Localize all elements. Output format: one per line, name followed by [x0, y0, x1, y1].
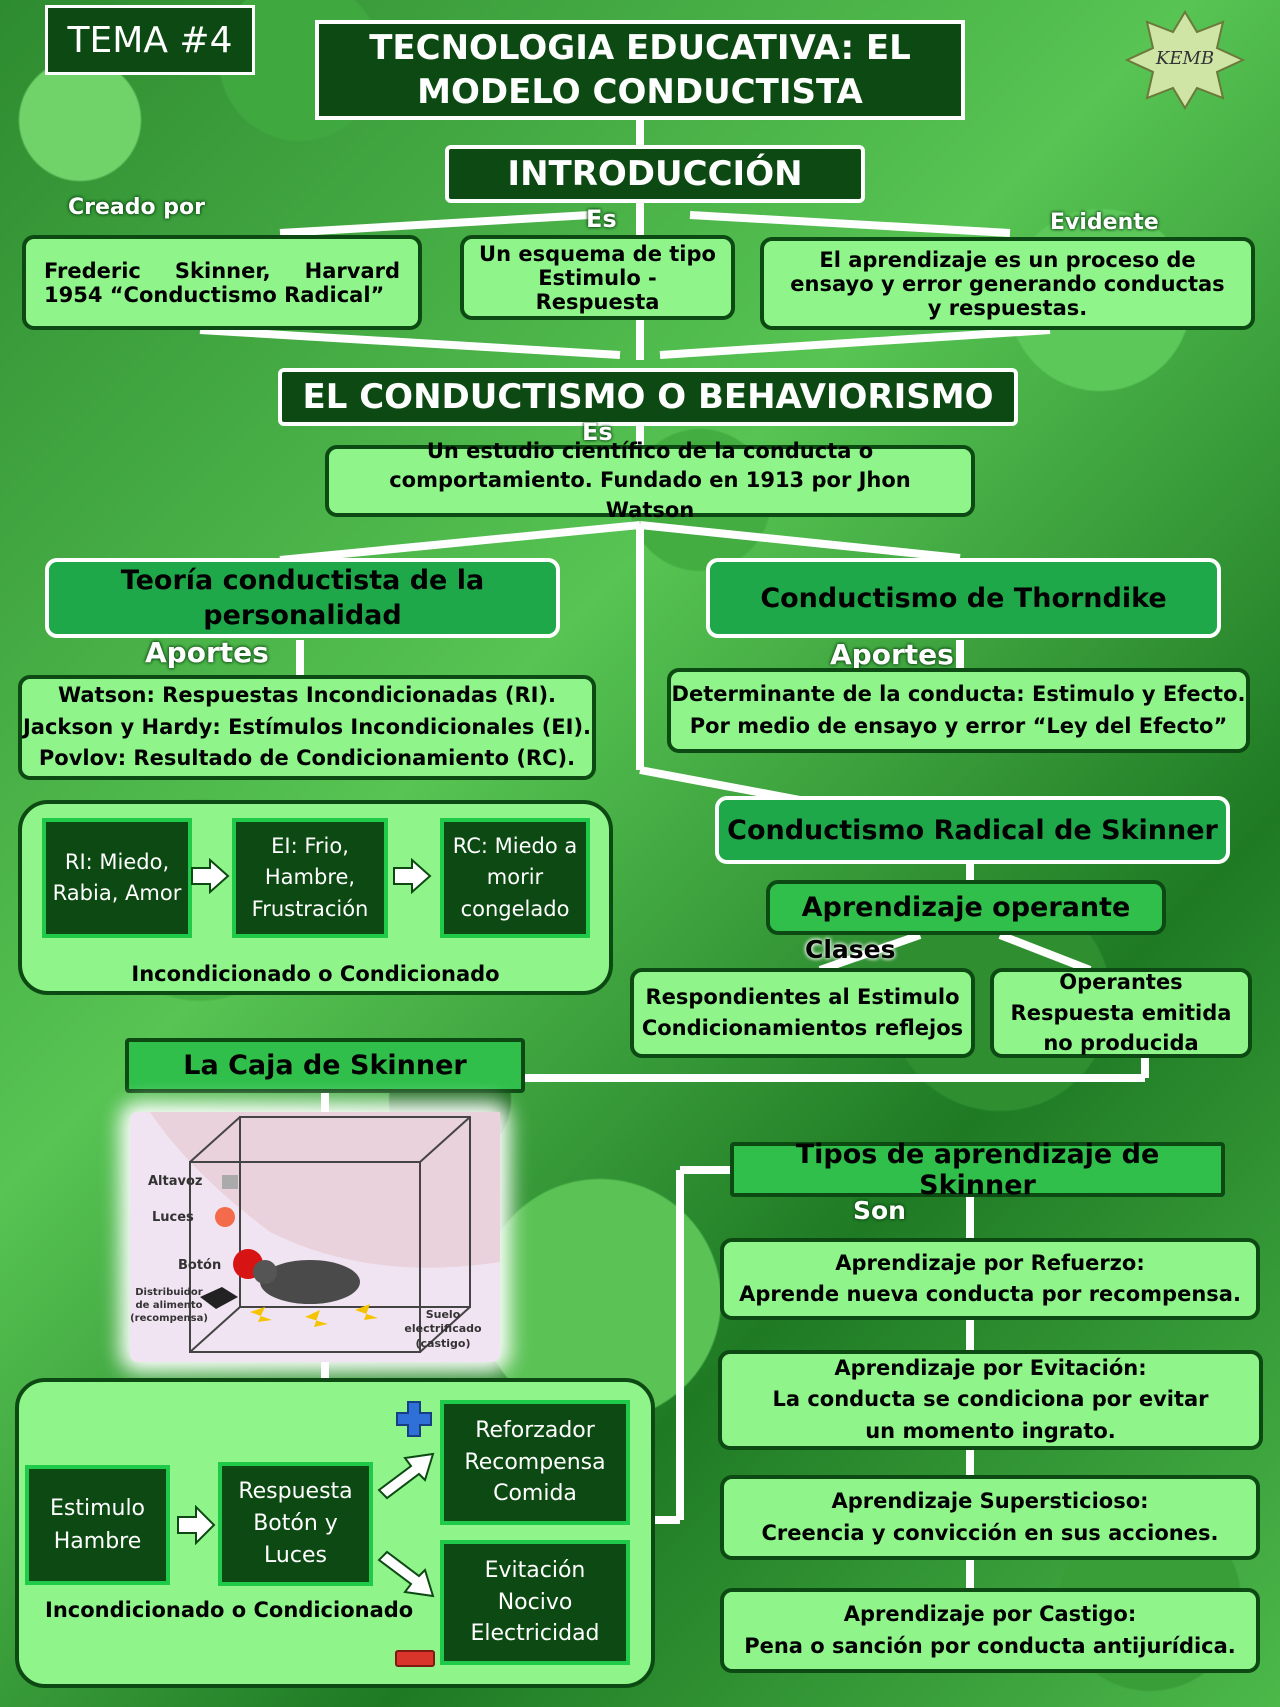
page-title-text: TECNOLOGIA EDUCATIVA: EL MODELO CONDUCTI… — [369, 27, 911, 112]
flow-ri-box: RI: Miedo, Rabia, Amor — [42, 818, 192, 938]
label-altavoz: Altavoz — [148, 1174, 203, 1189]
page-title: TECNOLOGIA EDUCATIVA: EL MODELO CONDUCTI… — [315, 20, 965, 120]
skinner-heading-text: Conductismo Radical de Skinner — [727, 814, 1218, 846]
link-created-by: Creado por — [68, 195, 205, 220]
link-son: Son — [853, 1196, 906, 1225]
caja-flow-caption: Incondicionado o Condicionado — [45, 1598, 414, 1622]
link-es-conductismo: Es — [582, 418, 613, 446]
flow-evitacion-text: Evitación Nocivo Electricidad — [470, 1557, 600, 1647]
caja-heading: La Caja de Skinner — [125, 1038, 525, 1093]
operante-heading: Aprendizaje operante — [766, 880, 1166, 935]
intro-es-text: Un esquema de tipo Estimulo - Respuesta — [479, 241, 716, 314]
operantes-title: Operantes — [1059, 970, 1183, 995]
intro-es-box: Un esquema de tipo Estimulo - Respuesta — [460, 235, 735, 320]
thorndike-aporte-1: Determinante de la conducta: Estimulo y … — [671, 682, 1246, 706]
operantes-line-2: no producida — [1043, 1031, 1199, 1056]
conductismo-heading-text: EL CONDUCTISMO O BEHAVIORISMO — [302, 377, 994, 417]
arrow-down-right-icon — [377, 1550, 435, 1598]
label-boton: Botón — [178, 1258, 222, 1273]
tema-label: TEMA #4 — [67, 19, 233, 61]
rat-icon — [260, 1260, 360, 1304]
tipo-refuerzo-box: Aprendizaje por Refuerzo: Aprende nueva … — [720, 1238, 1260, 1320]
thorndike-heading-text: Conductismo de Thorndike — [760, 582, 1167, 614]
tipo-castigo-title: Aprendizaje por Castigo: — [843, 1602, 1137, 1626]
flow-rc-box: RC: Miedo a morir congelado — [440, 818, 590, 938]
food-dispenser-icon — [200, 1287, 238, 1309]
tipo-castigo-text: Pena o sanción por conducta antijurídica… — [744, 1633, 1236, 1658]
flow-reforzador-text: Reforzador Recompensa Comida — [464, 1417, 606, 1507]
flow-ei-box: EI: Frio, Hambre, Frustración — [232, 818, 388, 938]
thorndike-heading: Conductismo de Thorndike — [706, 558, 1221, 638]
light-icon — [215, 1207, 235, 1227]
plus-icon — [396, 1401, 432, 1437]
conductismo-definition-text: Un estudio científico de la conducta o c… — [389, 438, 911, 522]
tipo-supersticioso-title: Aprendizaje Supersticioso: — [831, 1489, 1149, 1513]
tipo-evitacion-text: La conducta se condiciona por evitar un … — [772, 1387, 1209, 1443]
personalidad-heading: Teoría conductista de la personalidad — [45, 558, 560, 638]
tema-ribbon: TEMA #4 — [45, 5, 255, 75]
tipos-heading: Tipos de aprendizaje de Skinner — [730, 1139, 1225, 1201]
flow-reforzador-box: Reforzador Recompensa Comida — [440, 1400, 630, 1525]
seal-text: KEMB — [1155, 48, 1215, 69]
link-es-intro: Es — [586, 205, 617, 233]
intro-created-text: Frederic Skinner, Harvard 1954 “Conducti… — [44, 258, 400, 307]
thorndike-aportes-box: Determinante de la conducta: Estimulo y … — [667, 668, 1250, 753]
minus-icon — [395, 1650, 435, 1667]
operantes-box: Operantes Respuesta emitida no producida — [990, 968, 1252, 1058]
skinner-box-illustration: Altavoz Luces Botón Distribuidor de alim… — [130, 1112, 500, 1362]
label-suelo: Suelo electrificado (castigo) — [404, 1308, 482, 1350]
conductismo-heading: EL CONDUCTISMO O BEHAVIORISMO — [278, 368, 1018, 426]
intro-created-box: Frederic Skinner, Harvard 1954 “Conducti… — [22, 235, 422, 330]
flow-respuesta-text: Respuesta Botón y Luces — [238, 1479, 353, 1568]
intro-heading: INTRODUCCIÓN — [445, 145, 865, 203]
conductismo-definition-box: Un estudio científico de la conducta o c… — [325, 439, 975, 522]
speaker-icon — [222, 1175, 238, 1189]
flow-estimulo-text: Estimulo Hambre — [49, 1496, 146, 1554]
arrow-up-right-icon — [377, 1452, 435, 1500]
star-seal-icon — [1124, 10, 1246, 110]
link-evident: Evidente — [1050, 210, 1159, 235]
flow-ri-text: RI: Miedo, Rabia, Amor — [52, 849, 182, 906]
intro-evident-text: El aprendizaje es un proceso de ensayo y… — [790, 247, 1225, 320]
aporte-povlov: Povlov: Resultado de Condicionamiento (R… — [38, 746, 576, 771]
flow-respuesta-box: Respuesta Botón y Luces — [218, 1462, 373, 1586]
label-luces: Luces — [152, 1210, 194, 1225]
personalidad-aportes-box: Watson: Respuestas Incondicionadas (RI).… — [18, 675, 596, 780]
operantes-line-1: Respuesta emitida — [1010, 1000, 1232, 1025]
skinner-box-drawing — [150, 1112, 500, 1353]
personalidad-flow-caption: Incondicionado o Condicionado — [131, 962, 500, 986]
aporte-watson: Watson: Respuestas Incondicionadas (RI). — [57, 683, 557, 708]
aporte-jackson-hardy: Jackson y Hardy: Estímulos Incondicional… — [22, 714, 592, 739]
tipo-refuerzo-text: Aprende nueva conducta por recompensa. — [739, 1282, 1241, 1306]
tipo-supersticioso-text: Creencia y convicción en sus acciones. — [761, 1520, 1219, 1545]
intro-evident-box: El aprendizaje es un proceso de ensayo y… — [760, 237, 1255, 330]
intro-heading-text: INTRODUCCIÓN — [507, 154, 803, 194]
tipo-supersticioso-box: Aprendizaje Supersticioso: Creencia y co… — [720, 1475, 1260, 1560]
label-distribuidor: Distribuidor de alimento (recompensa) — [130, 1287, 208, 1324]
operante-heading-text: Aprendizaje operante — [801, 892, 1131, 923]
flow-ei-text: EI: Frio, Hambre, Frustración — [251, 833, 369, 921]
link-clases: Clases — [805, 935, 896, 964]
flow-estimulo-box: Estimulo Hambre — [25, 1465, 170, 1585]
tipos-heading-text: Tipos de aprendizaje de Skinner — [795, 1138, 1160, 1201]
skinner-heading: Conductismo Radical de Skinner — [715, 796, 1230, 864]
arrow-right-icon — [177, 1505, 216, 1545]
flow-rc-text: RC: Miedo a morir congelado — [452, 833, 578, 921]
arrow-right-icon — [191, 858, 230, 894]
respondientes-text: Condicionamientos reflejos — [641, 1016, 964, 1040]
personalidad-heading-text: Teoría conductista de la personalidad — [120, 564, 485, 631]
thorndike-aporte-2: Por medio de ensayo y error “Ley del Efe… — [689, 713, 1228, 738]
flow-evitacion-box: Evitación Nocivo Electricidad — [440, 1540, 630, 1665]
arrow-right-icon — [393, 858, 432, 894]
link-aportes-personalidad: Aportes — [145, 636, 269, 669]
tipo-castigo-box: Aprendizaje por Castigo: Pena o sanción … — [720, 1588, 1260, 1673]
link-aportes-thorndike: Aportes — [830, 638, 954, 671]
tipo-evitacion-title: Aprendizaje por Evitación: — [834, 1355, 1147, 1380]
tipo-evitacion-box: Aprendizaje por Evitación: La conducta s… — [718, 1350, 1263, 1450]
caja-heading-text: La Caja de Skinner — [183, 1050, 467, 1081]
respondientes-box: Respondientes al Estimulo Condicionamien… — [630, 968, 975, 1058]
respondientes-title: Respondientes al Estimulo — [645, 984, 960, 1009]
seal-badge: KEMB — [1124, 10, 1246, 110]
tipo-refuerzo-title: Aprendizaje por Refuerzo: — [835, 1250, 1145, 1275]
